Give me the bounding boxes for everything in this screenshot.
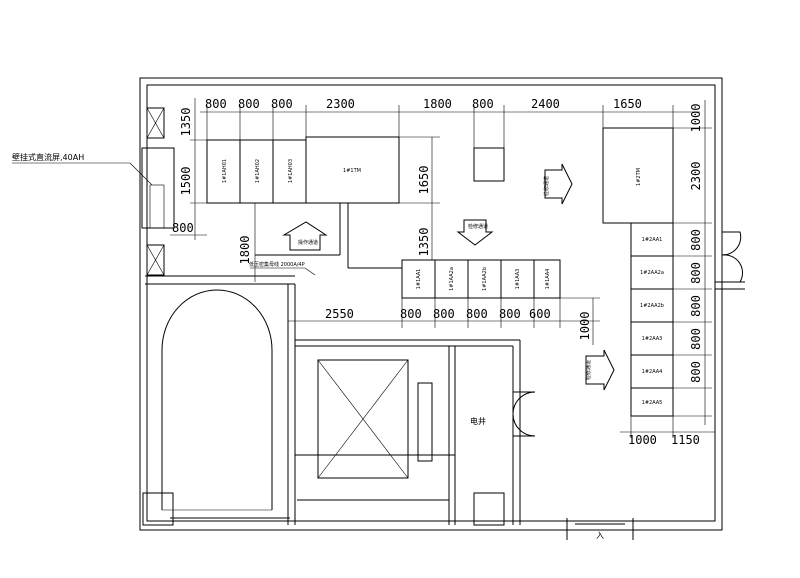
dim-text: 800 [238, 97, 260, 111]
arrow-down-icon [456, 219, 494, 246]
dim-text: 1650 [417, 166, 431, 195]
dim-text: 800 [689, 295, 703, 317]
dim-text: 800 [400, 307, 422, 321]
dim-text: 1800 [423, 97, 452, 111]
cabinet-2aa4 [630, 354, 674, 389]
dim-text: 1000 [578, 312, 592, 341]
cabinet-aa2b [467, 259, 502, 299]
cabinet-group-middle: 1#1AA1 1#1AA2a 1#1AA2b 1#1AA3 1#1AA4 [401, 259, 561, 299]
cabinet-label: 1#2AA2a [640, 270, 664, 276]
bottom-entrance: 入 [566, 518, 634, 540]
cabinet-aa4 [533, 259, 561, 299]
arrow-label: 操作通道 [298, 239, 318, 246]
cabinet-ah01 [206, 139, 241, 204]
dim-text: 1000 [689, 104, 703, 133]
dim-text: 800 [472, 97, 494, 111]
transformer-label: 1#2TM [636, 168, 642, 186]
cabinet-label: 1#2AA3 [642, 336, 663, 342]
dim-text: 800 [689, 229, 703, 251]
cabinet-label: 1#1AA2b [482, 267, 488, 291]
column-block [473, 147, 505, 182]
cabinet-label: 1#1AH01 [222, 159, 228, 183]
dim-text: 800 [205, 97, 227, 111]
cabinet-aa2a [434, 259, 469, 299]
dim-text: 1000 [628, 433, 657, 447]
dim-text: 800 [689, 262, 703, 284]
transformer-1tm [305, 136, 400, 204]
transformer-label: 1#1TM [343, 168, 361, 174]
arrow-label: 检修通道 [543, 176, 550, 196]
entrance-label: 入 [596, 531, 604, 540]
dim-text: 1150 [671, 433, 700, 447]
busway-label: 低压密集母线 2000A/4P [249, 261, 305, 268]
dim-text: 1350 [179, 108, 193, 137]
cabinet-label: 1#1AA2a [449, 267, 455, 291]
cabinet-label: 1#1AA3 [515, 269, 521, 290]
dim-text: 2400 [531, 97, 560, 111]
cabinet-label: 1#2AA5 [642, 400, 663, 406]
electrical-shaft: 电井 [470, 391, 536, 437]
cabinet-label: 1#1AA1 [416, 269, 422, 290]
direction-arrows: 检修通道 操作通道 检修通道 检修通道 [282, 163, 615, 391]
arrow-right-icon [544, 163, 573, 205]
shaft-label: 电井 [470, 416, 486, 426]
dim-text: 800 [271, 97, 293, 111]
dim-text: 800 [499, 307, 521, 321]
dim-text: 800 [689, 361, 703, 383]
cabinet-group-top: 1#1AH01 1#1AH02 1#1AH03 1#1TM [206, 136, 402, 269]
cabinet-2aa1 [630, 222, 674, 257]
dim-text: 2300 [689, 162, 703, 191]
cabinet-label: 1#1AH02 [255, 159, 261, 183]
dim-text: 2300 [326, 97, 355, 111]
elevator-shaft [317, 359, 433, 479]
dim-text: 2550 [325, 307, 354, 321]
dim-text: 1800 [238, 236, 252, 265]
arrow-up-icon [282, 221, 328, 251]
cabinet-label: 1#1AA4 [545, 269, 551, 290]
dimension-texts: 800 800 800 2300 1800 800 2400 1650 1350… [172, 97, 703, 447]
dim-text: 800 [433, 307, 455, 321]
dimension-lines [170, 98, 715, 438]
arrow-label: 检修通道 [585, 360, 592, 380]
cabinet-ah02 [239, 139, 274, 204]
dim-text: 1650 [613, 97, 642, 111]
cabinet-label: 1#1AH03 [288, 159, 294, 183]
dim-text: 1350 [417, 228, 431, 257]
dc-panel-annotation: 壁挂式直流屏,40AH [12, 152, 153, 186]
dim-text: 1500 [179, 167, 193, 196]
arrow-label: 检修通道 [468, 223, 488, 230]
cabinet-2aa2b [630, 288, 674, 323]
dim-text: 800 [466, 307, 488, 321]
building-walls [139, 77, 745, 531]
cabinet-2aa5 [630, 387, 674, 417]
dc-panel-label: 壁挂式直流屏,40AH [12, 152, 84, 162]
arrow-right-icon [585, 349, 615, 391]
transformer-2tm [602, 127, 674, 224]
cabinet-label: 1#2AA1 [642, 237, 663, 243]
dim-text: 600 [529, 307, 551, 321]
cabinet-label: 1#2AA4 [642, 369, 663, 375]
dim-text: 800 [172, 221, 194, 235]
cabinet-aa3 [500, 259, 535, 299]
right-door [721, 231, 744, 283]
busway-annotation: 低压密集母线 2000A/4P [249, 261, 316, 276]
cabinet-2aa2a [630, 255, 674, 290]
cabinet-group-right: 1#2TM 1#2AA1 1#2AA2a 1#2AA2b 1#2AA3 1#2A… [602, 127, 674, 417]
dim-text: 800 [689, 328, 703, 350]
left-wall-windows [141, 107, 175, 276]
cabinet-label: 1#2AA2b [640, 303, 664, 309]
stair-arch [161, 289, 273, 511]
